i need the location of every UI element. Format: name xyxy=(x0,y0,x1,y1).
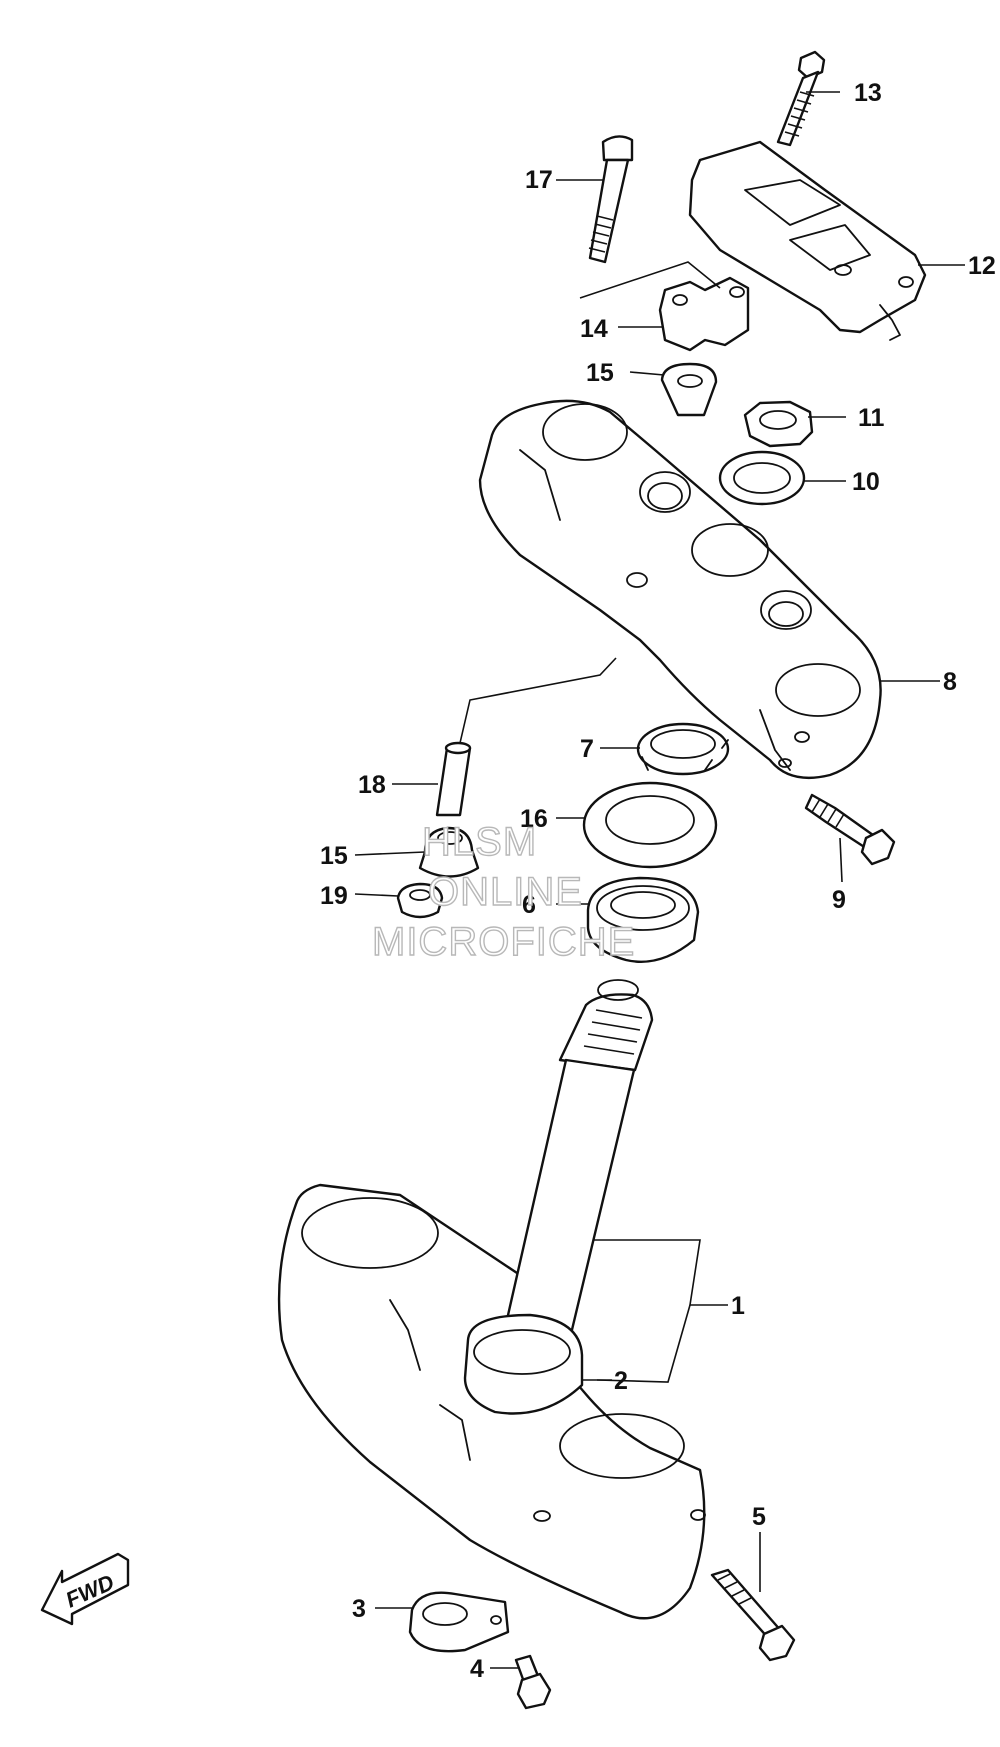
callout-9: 9 xyxy=(832,886,846,914)
callout-13: 13 xyxy=(854,79,882,107)
part-8-upper-bracket xyxy=(478,399,882,779)
part-19-collar xyxy=(396,882,444,919)
callout-8: 8 xyxy=(943,668,957,696)
callout-2: 2 xyxy=(614,1367,628,1395)
callout-labels: 13 12 17 14 15 11 10 8 7 9 16 6 18 15 19… xyxy=(320,79,996,1683)
callout-15-lower: 15 xyxy=(320,842,348,870)
watermark-line-1: HLSM xyxy=(422,820,537,864)
part-16-dust-seal xyxy=(582,781,718,869)
callout-3: 3 xyxy=(352,1595,366,1623)
callout-12: 12 xyxy=(968,252,996,280)
part-15-lower-cushion xyxy=(418,826,480,878)
part-18-pin xyxy=(435,741,472,817)
callout-16: 16 xyxy=(520,805,548,833)
part-9-bolt xyxy=(804,793,896,866)
part-1-steering-stem xyxy=(277,979,706,1620)
part-11-steering-nut xyxy=(743,400,814,448)
part-6-bearing xyxy=(586,876,700,963)
callout-19: 19 xyxy=(320,882,348,910)
callout-14: 14 xyxy=(580,315,608,343)
callout-17: 17 xyxy=(525,166,553,194)
part-7-adjust-nut xyxy=(636,722,730,776)
callout-15-upper: 15 xyxy=(586,359,614,387)
part-17-bolt xyxy=(588,135,634,264)
callout-4: 4 xyxy=(470,1655,484,1683)
watermark: HLSM ONLINE MICROFICHE xyxy=(371,819,635,964)
part-4-bolt xyxy=(514,1654,552,1710)
part-13-bolt xyxy=(776,50,826,147)
fwd-direction-marker: FWD xyxy=(40,1552,130,1626)
part-3-clamp xyxy=(408,1591,510,1653)
callout-5: 5 xyxy=(752,1503,766,1531)
callout-7: 7 xyxy=(580,735,594,763)
callout-6: 6 xyxy=(522,891,536,919)
callout-18: 18 xyxy=(358,771,386,799)
part-14-lower-clamp xyxy=(658,276,750,352)
watermark-line-2: ONLINE xyxy=(428,870,583,914)
callout-10: 10 xyxy=(852,468,880,496)
part-12-handlebar-clamp xyxy=(688,140,927,341)
leader-lines xyxy=(354,91,965,1669)
part-10-washer xyxy=(718,450,806,506)
part-15-upper-cushion xyxy=(660,362,718,417)
part-5-bolt xyxy=(710,1568,796,1662)
watermark-line-3: MICROFICHE xyxy=(372,920,635,964)
callout-1: 1 xyxy=(731,1292,745,1320)
callout-11: 11 xyxy=(858,404,885,432)
